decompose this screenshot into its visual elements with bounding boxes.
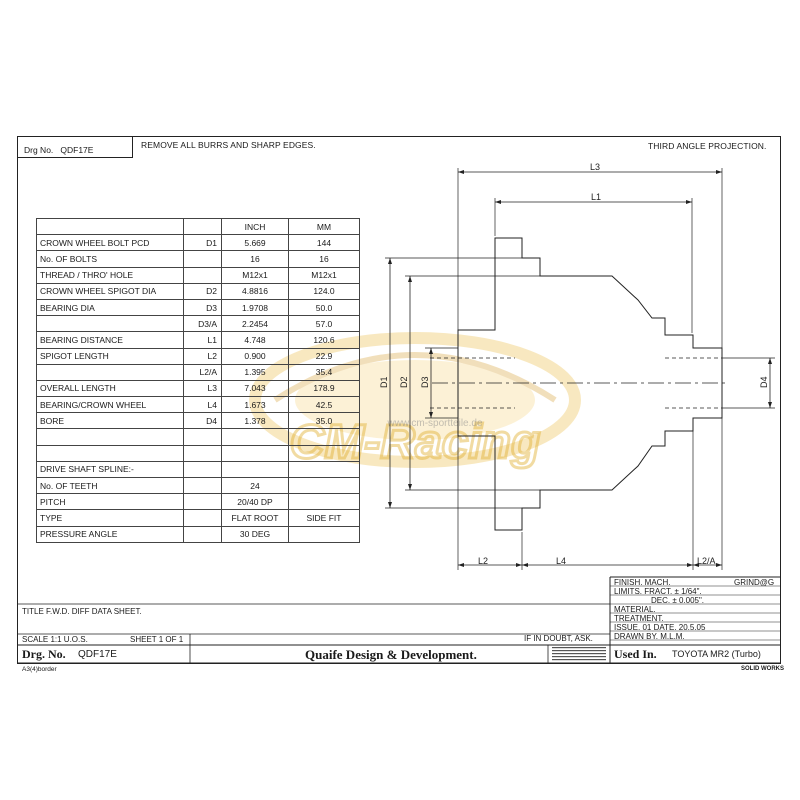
burrs-note: REMOVE ALL BURRS AND SHARP EDGES.: [141, 140, 316, 150]
company-name: Quaife Design & Development.: [305, 647, 477, 662]
material-text: MATERIAL.: [614, 605, 656, 614]
grind-text: GRIND@G: [734, 578, 775, 587]
dimension-lines: [389, 171, 771, 566]
spline-value-2: [288, 525, 360, 543]
dim-d2: D2: [399, 376, 409, 388]
drg-no-label: Drg. No.: [22, 647, 66, 661]
dim-l1: L1: [591, 192, 601, 202]
extension-lines: [385, 168, 775, 570]
issue-text: ISSUE. 01 DATE. 20.5.05: [614, 623, 706, 632]
drg-no-value: QDF17E: [78, 649, 117, 660]
dim-d4: D4: [759, 376, 769, 388]
used-in-label: Used In.: [614, 647, 657, 661]
dim-d1: D1: [379, 376, 389, 388]
limits-text: LIMITS. FRACT. ± 1/64".: [614, 587, 702, 596]
dim-l2a: L2/A: [697, 556, 716, 566]
row-mm: M12x1: [288, 266, 360, 284]
projection-note: THIRD ANGLE PROJECTION.: [648, 141, 767, 151]
table-header-row: INCH MM: [36, 217, 360, 236]
hidden-lines: [430, 357, 722, 409]
finish-text: FINISH. MACH.: [614, 578, 671, 587]
watermark-url: www.cm-sportteile.de: [386, 418, 482, 429]
dim-l4: L4: [556, 556, 566, 566]
arrowheads: [388, 170, 772, 567]
drg-label: Drg No.: [24, 145, 54, 155]
used-in-value: TOYOTA MR2 (Turbo): [672, 649, 761, 659]
dec-text: DEC. ± 0.005".: [651, 596, 705, 605]
software-name: SOLID WORKS: [741, 666, 784, 672]
treatment-text: TREATMENT.: [614, 614, 664, 623]
dim-l3: L3: [590, 162, 600, 172]
dim-d3: D3: [420, 376, 430, 388]
spline-value: 30 DEG: [221, 525, 289, 543]
scale-text: SCALE 1:1 U.O.S.: [22, 635, 88, 644]
drg-number-box: Drg No. QDF17E: [17, 136, 133, 158]
title-block-lines: [17, 576, 781, 664]
part-outline: [457, 237, 723, 531]
drawn-text: DRAWN BY. M.L.M.: [614, 632, 685, 641]
doubt-note: IF IN DOUBT, ASK.: [524, 634, 593, 643]
table-spacer-row: [36, 444, 360, 462]
sheet-text: SHEET 1 OF 1: [130, 635, 184, 644]
dim-l2: L2: [478, 556, 488, 566]
border-name: A3(4)border: [22, 666, 57, 673]
disclaimer-fine-print: [552, 647, 606, 661]
drg-number: QDF17E: [60, 145, 94, 155]
drawing-title: TITLE F.W.D. DIFF DATA SHEET.: [22, 607, 142, 616]
